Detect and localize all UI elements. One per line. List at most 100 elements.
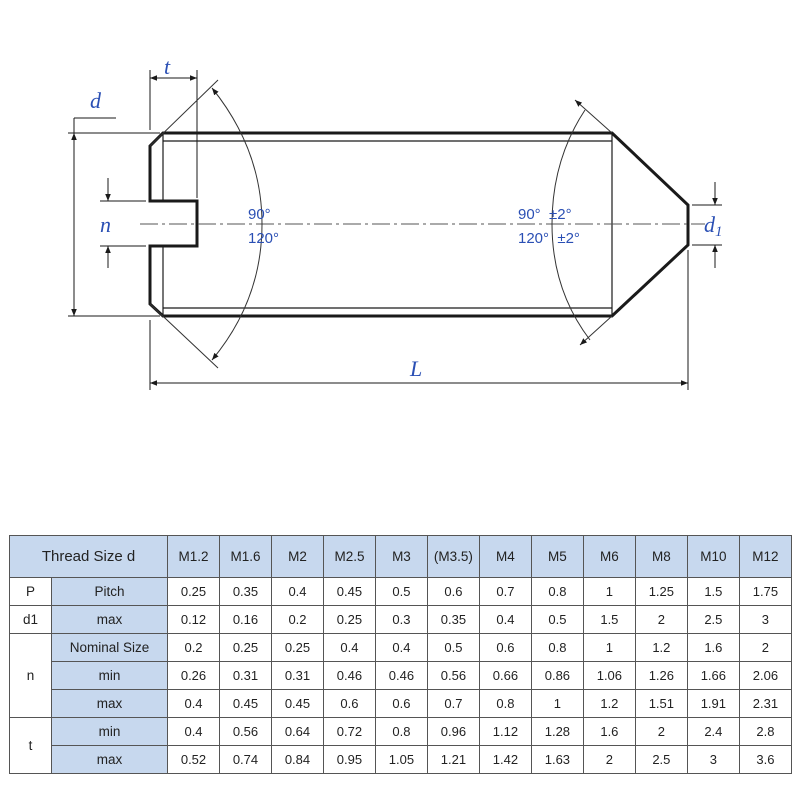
- left-angle-120: 120°: [248, 230, 279, 247]
- table-cell: 0.4: [322, 633, 376, 662]
- table-cell: 0.5: [426, 633, 480, 662]
- d-dimension: [68, 117, 160, 317]
- table-cell: 0.6: [374, 689, 428, 718]
- table-cell: 1.5: [686, 577, 740, 606]
- table-cell: 0.52: [167, 745, 220, 774]
- row-label: min: [50, 661, 169, 690]
- table-cell: 0.12: [167, 605, 220, 634]
- table-cell: 0.56: [426, 661, 480, 690]
- size-header: M2: [270, 535, 324, 578]
- table-cell: 0.35: [426, 605, 480, 634]
- table-cell: 3: [738, 605, 793, 634]
- d1-dimension: [692, 182, 722, 268]
- row-group-p: P: [9, 577, 52, 606]
- table-cell: 1.26: [634, 661, 688, 690]
- table-cell: 0.31: [270, 661, 324, 690]
- size-header: M2.5: [322, 535, 376, 578]
- d-label: d: [90, 88, 102, 113]
- table-cell: 0.6: [426, 577, 480, 606]
- table-cell: 0.5: [374, 577, 428, 606]
- size-header: M10: [686, 535, 740, 578]
- table-cell: 0.7: [426, 689, 480, 718]
- n-max-row: max 0.4 0.45 0.45 0.6 0.6 0.7 0.8 1 1.2 …: [10, 689, 793, 718]
- table-cell: 0.26: [167, 661, 220, 690]
- table-cell: 1.21: [426, 745, 480, 774]
- table-cell: 0.66: [478, 661, 532, 690]
- table-cell: 2.5: [634, 745, 688, 774]
- t-dimension: [149, 70, 198, 198]
- l-dimension: [149, 250, 689, 390]
- left-angle-arc: [149, 79, 263, 369]
- table-cell: 0.7: [478, 577, 532, 606]
- table-cell: 0.4: [374, 633, 428, 662]
- table-cell: 1.2: [634, 633, 688, 662]
- table-cell: 0.8: [374, 717, 428, 746]
- size-header: M8: [634, 535, 688, 578]
- table-cell: 0.45: [270, 689, 324, 718]
- t-min-row: t min 0.4 0.56 0.64 0.72 0.8 0.96 1.12 1…: [9, 717, 793, 774]
- table-cell: 1.6: [686, 633, 740, 662]
- table-cell: 0.95: [322, 745, 376, 774]
- size-header: M1.2: [167, 535, 220, 578]
- table-cell: 0.86: [530, 661, 584, 690]
- table-cell: 3: [686, 745, 740, 774]
- header-row: Thread Size d M1.2 M1.6 M2 M2.5 M3 (M3.5…: [8, 535, 793, 578]
- size-header: M1.6: [219, 535, 272, 578]
- table-cell: 0.35: [219, 577, 272, 606]
- table-cell: 1.63: [530, 745, 584, 774]
- table-cell: 0.6: [478, 633, 532, 662]
- table-cell: 0.25: [219, 633, 272, 662]
- n-dimension: [100, 178, 146, 268]
- table-cell: 1: [530, 689, 584, 718]
- spec-table: Thread Size d M1.2 M1.6 M2 M2.5 M3 (M3.5…: [8, 535, 793, 774]
- size-header: M4: [478, 535, 532, 578]
- l-label: L: [409, 356, 422, 381]
- table-cell: 0.84: [270, 745, 324, 774]
- right-angle-90: 90° ±2°: [518, 206, 572, 223]
- table-cell: 0.16: [219, 605, 272, 634]
- table-cell: 0.31: [219, 661, 272, 690]
- size-header: M3: [374, 535, 428, 578]
- right-angle-120: 120° ±2°: [518, 230, 580, 247]
- table-cell: 1.2: [582, 689, 636, 718]
- table-cell: 2.5: [686, 605, 740, 634]
- table-cell: 0.96: [426, 717, 480, 746]
- table-cell: 2: [738, 633, 793, 662]
- table-cell: 0.3: [374, 605, 428, 634]
- right-angle-arc: [551, 99, 613, 346]
- table-cell: 1.05: [374, 745, 428, 774]
- table-cell: 1: [582, 577, 636, 606]
- table-cell: 0.4: [167, 689, 220, 718]
- size-header: M12: [738, 535, 793, 578]
- table-cell: 0.45: [219, 689, 272, 718]
- table-cell: 0.6: [322, 689, 376, 718]
- table-cell: 0.8: [530, 633, 584, 662]
- table-cell: 0.25: [167, 577, 220, 606]
- size-header: (M3.5): [426, 535, 480, 578]
- row-label: Pitch: [50, 577, 169, 606]
- table-cell: 2: [582, 745, 636, 774]
- n-nominal-row: n Nominal Size 0.2 0.25 0.25 0.4 0.4 0.5…: [9, 633, 793, 718]
- d1-max-row: d1 max 0.12 0.16 0.2 0.25 0.3 0.35 0.4 0…: [9, 605, 793, 634]
- table-cell: 1.28: [530, 717, 584, 746]
- set-screw-drawing: t d n d1 L 90° 120°: [68, 54, 723, 390]
- table-cell: 3.6: [738, 745, 793, 774]
- row-group-d1: d1: [9, 605, 52, 634]
- n-min-row: min 0.26 0.31 0.31 0.46 0.46 0.56 0.66 0…: [10, 661, 793, 690]
- table-cell: 0.2: [270, 605, 324, 634]
- table-cell: 0.64: [270, 717, 324, 746]
- row-label: min: [50, 717, 169, 746]
- table-cell: 1.66: [686, 661, 740, 690]
- pitch-row: P Pitch 0.25 0.35 0.4 0.45 0.5 0.6 0.7 0…: [9, 577, 793, 606]
- d1-label: d1: [704, 212, 723, 240]
- table-cell: 1.75: [738, 577, 793, 606]
- row-label: max: [50, 745, 169, 774]
- size-header: M5: [530, 535, 584, 578]
- table-cell: 2.8: [738, 717, 793, 746]
- table-cell: 1.91: [686, 689, 740, 718]
- table-cell: 2: [634, 717, 688, 746]
- row-label: Nominal Size: [50, 633, 169, 662]
- table-cell: 0.5: [530, 605, 584, 634]
- table-cell: 1.25: [634, 577, 688, 606]
- table-cell: 0.4: [478, 605, 532, 634]
